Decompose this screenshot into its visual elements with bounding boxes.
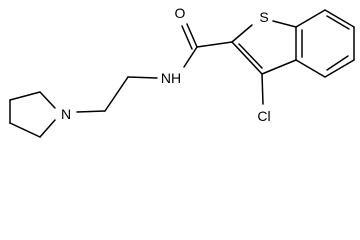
bond	[295, 9, 326, 28]
bond	[76, 110, 106, 113]
bond	[9, 91, 41, 101]
bond	[295, 59, 326, 78]
double-bond	[186, 23, 198, 48]
bond	[127, 76, 158, 79]
bond	[231, 41, 263, 75]
bond	[39, 91, 56, 109]
amide-group	[181, 23, 233, 68]
bond	[261, 73, 264, 105]
sulfur-label: S	[259, 9, 268, 25]
benzene-ring	[295, 9, 355, 78]
bond	[183, 46, 198, 68]
bond	[39, 119, 56, 138]
oxygen-label: O	[175, 5, 186, 21]
double-bond-inner	[238, 43, 263, 69]
ethyl-linker	[76, 76, 158, 113]
molecule-structure: S O NH N Cl	[9, 5, 355, 138]
ring-nitrogen-label: N	[61, 106, 71, 122]
thiophene-ring	[231, 20, 297, 75]
bond	[9, 122, 41, 138]
bond	[261, 59, 297, 75]
amide-nitrogen-label: NH	[161, 70, 181, 86]
chlorine-label: Cl	[257, 108, 270, 124]
double-bond	[181, 25, 193, 50]
double-bond-inner	[326, 15, 350, 30]
bond	[324, 9, 355, 28]
pyrrolidine-ring	[9, 91, 56, 138]
bond	[324, 59, 355, 78]
double-bond-inner	[326, 55, 349, 71]
bond	[272, 20, 297, 28]
bond	[104, 76, 129, 112]
bond	[196, 41, 233, 48]
bond	[231, 24, 253, 43]
